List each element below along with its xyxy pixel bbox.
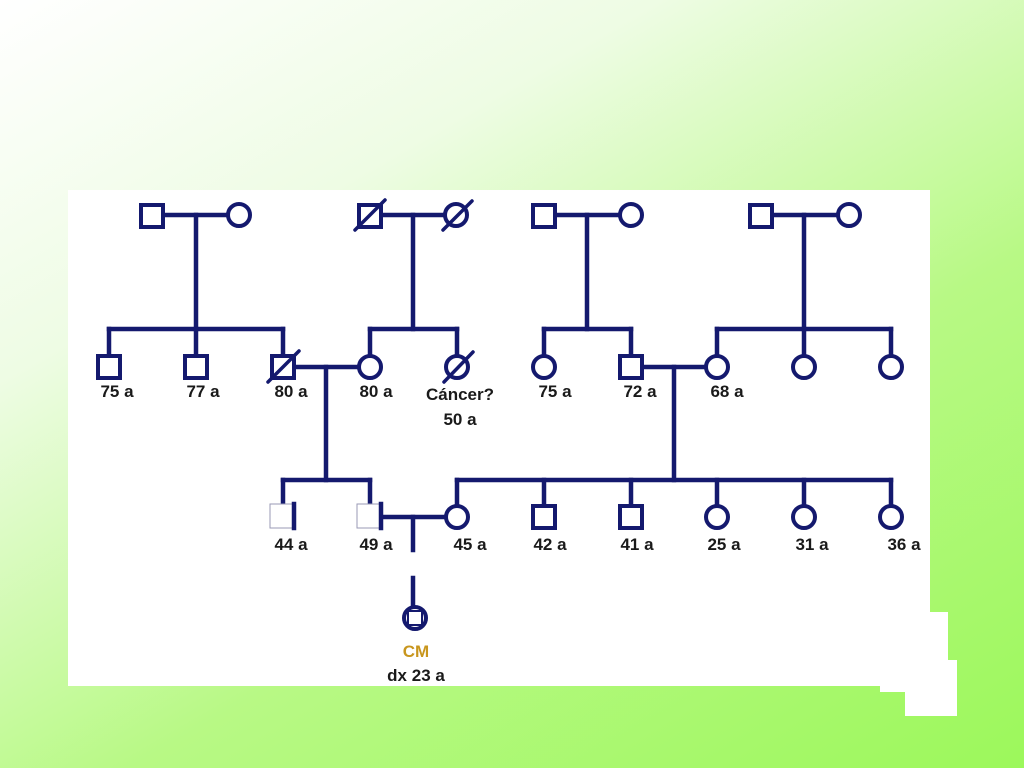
female-symbol bbox=[444, 504, 470, 530]
female-symbol bbox=[618, 202, 644, 228]
male-symbol bbox=[618, 354, 644, 380]
age-label: 25 a bbox=[707, 535, 741, 554]
labels: 75 a 77 a 80 a 80 a Cáncer? 50 a 75 a 72… bbox=[100, 382, 921, 685]
proband-diagnosis: dx 23 a bbox=[387, 666, 445, 685]
female-symbol bbox=[704, 354, 730, 380]
age-label: 68 a bbox=[710, 382, 744, 401]
descent-lines-1 bbox=[106, 212, 894, 359]
female-symbol bbox=[357, 354, 383, 380]
descent-lines-2 bbox=[280, 364, 894, 509]
age-label: 80 a bbox=[274, 382, 308, 401]
age-label: 77 a bbox=[186, 382, 220, 401]
proband-inner-square bbox=[407, 610, 423, 626]
deceased-slash bbox=[266, 349, 301, 384]
age-label: 75 a bbox=[100, 382, 134, 401]
age-label: 41 a bbox=[620, 535, 654, 554]
age-label: 72 a bbox=[623, 382, 657, 401]
deceased-slash bbox=[441, 199, 474, 232]
generation-4 bbox=[402, 514, 428, 631]
male-symbol bbox=[531, 203, 557, 229]
female-symbol bbox=[791, 504, 817, 530]
age-label: 36 a bbox=[887, 535, 921, 554]
male-symbol bbox=[269, 503, 296, 529]
age-label: 42 a bbox=[533, 535, 567, 554]
generation-3 bbox=[269, 501, 904, 531]
deceased-slash bbox=[442, 350, 475, 384]
female-symbol bbox=[531, 354, 557, 380]
age-label: 75 a bbox=[538, 382, 572, 401]
age-label: 49 a bbox=[359, 535, 393, 554]
age-label: 50 a bbox=[443, 410, 477, 429]
male-symbol bbox=[139, 203, 165, 229]
age-label: 45 a bbox=[453, 535, 487, 554]
deceased-slash bbox=[353, 198, 387, 232]
male-symbol bbox=[96, 354, 122, 380]
female-symbol bbox=[791, 354, 817, 380]
panel-corner-patch bbox=[905, 660, 957, 716]
age-label: 31 a bbox=[795, 535, 829, 554]
diagnosis-note: Cáncer? bbox=[426, 385, 494, 404]
proband-symbol bbox=[402, 605, 428, 631]
age-label: 44 a bbox=[274, 535, 308, 554]
male-symbol bbox=[748, 203, 774, 229]
male-symbol bbox=[183, 354, 209, 380]
female-symbol bbox=[704, 504, 730, 530]
proband-name: CM bbox=[403, 642, 429, 661]
male-symbol bbox=[356, 503, 383, 529]
male-symbol bbox=[618, 504, 644, 530]
female-symbol bbox=[836, 202, 862, 228]
pedigree-panel bbox=[68, 190, 930, 686]
male-symbol bbox=[531, 504, 557, 530]
female-symbol bbox=[226, 202, 252, 228]
generation-2 bbox=[96, 349, 904, 384]
female-symbol bbox=[878, 354, 904, 380]
age-label: 80 a bbox=[359, 382, 393, 401]
generation-1 bbox=[139, 198, 862, 232]
female-symbol bbox=[878, 504, 904, 530]
